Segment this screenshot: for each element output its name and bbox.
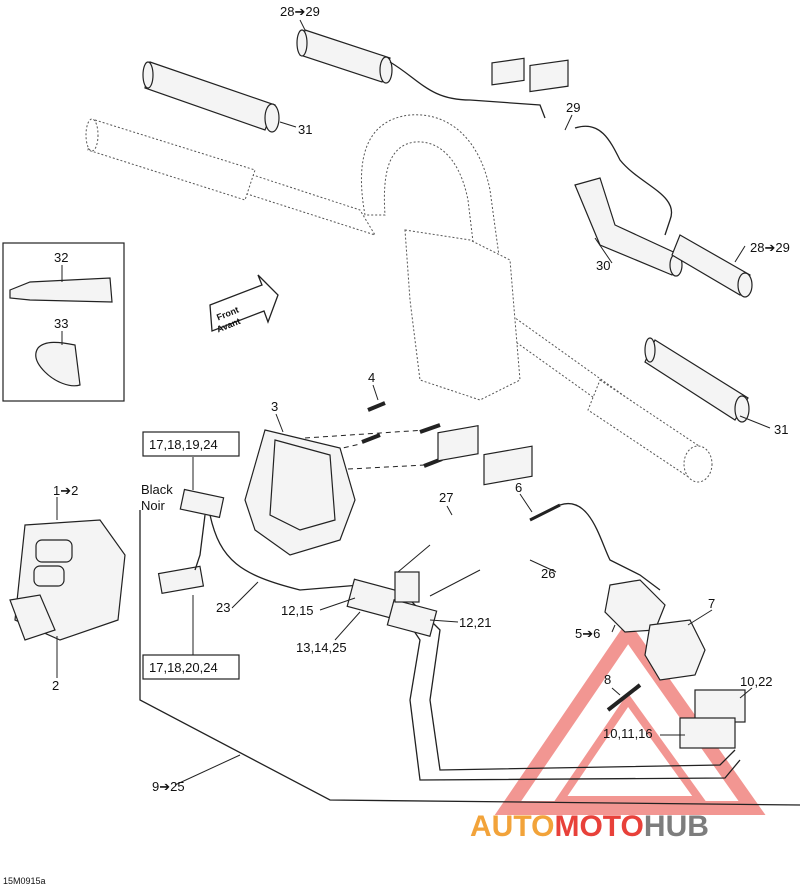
left-grip bbox=[85, 118, 256, 201]
heating-element-30 bbox=[574, 177, 683, 277]
left-switch-assembly bbox=[9, 519, 126, 641]
pin-8 bbox=[606, 683, 642, 712]
watermark-part1: AUTO bbox=[470, 810, 554, 843]
switch-cover-7 bbox=[644, 619, 706, 681]
right-grip bbox=[587, 379, 713, 483]
watermark-part3: HUB bbox=[644, 810, 709, 843]
callout-32: 32 bbox=[54, 250, 68, 265]
leader-lines bbox=[56, 19, 771, 786]
callout-30: 30 bbox=[596, 258, 610, 273]
wire-color-label-en: Black bbox=[141, 482, 173, 497]
callout-28-29-right: 28➔29 bbox=[750, 240, 790, 255]
heating-element-31-top bbox=[142, 61, 280, 133]
group-box-top-text: 17,18,19,24 bbox=[149, 437, 218, 452]
heating-element-top bbox=[296, 29, 393, 84]
callout-10-22: 10,22 bbox=[740, 674, 773, 689]
callout-9-25: 9➔25 bbox=[152, 779, 185, 794]
callout-28-29-top: 28➔29 bbox=[280, 4, 320, 19]
switch-housing-3 bbox=[244, 429, 356, 556]
arrow-27 bbox=[397, 544, 431, 573]
callout-1-2: 1➔2 bbox=[53, 483, 78, 498]
callout-3: 3 bbox=[271, 399, 278, 414]
wire-top bbox=[389, 61, 546, 119]
connector-10-22 bbox=[679, 689, 746, 749]
wire-color-label-fr: Noir bbox=[141, 498, 166, 513]
callout-12-15: 12,15 bbox=[281, 603, 314, 618]
callout-2: 2 bbox=[52, 678, 59, 693]
callout-8: 8 bbox=[604, 672, 611, 687]
callout-13-14-25: 13,14,25 bbox=[296, 640, 347, 655]
callout-29: 29 bbox=[566, 100, 580, 115]
callout-23: 23 bbox=[216, 600, 230, 615]
callout-4: 4 bbox=[368, 370, 375, 385]
connector-26 bbox=[483, 445, 533, 486]
callout-7: 7 bbox=[708, 596, 715, 611]
harness-connectors bbox=[346, 571, 438, 637]
terminal-6 bbox=[529, 502, 661, 591]
heating-element-28-29-right bbox=[671, 234, 753, 298]
callout-33: 33 bbox=[54, 316, 68, 331]
callout-5-6: 5➔6 bbox=[575, 626, 600, 641]
heating-element-31-right bbox=[644, 337, 750, 423]
callout-31-top: 31 bbox=[298, 122, 312, 137]
callout-26: 26 bbox=[541, 566, 555, 581]
group-box-top: 17,18,19,24 bbox=[142, 431, 240, 457]
front-direction-arrow bbox=[209, 274, 279, 332]
connector-27 bbox=[437, 425, 479, 462]
callout-6: 6 bbox=[515, 480, 522, 495]
consumables-box bbox=[2, 242, 125, 402]
watermark-part2: MOTO bbox=[554, 810, 643, 843]
group-box-bottom-text: 17,18,20,24 bbox=[149, 660, 218, 675]
black-connector bbox=[157, 488, 361, 595]
callout-31-right: 31 bbox=[774, 422, 788, 437]
callout-12-21: 12,21 bbox=[459, 615, 492, 630]
callout-10-11-16: 10,11,16 bbox=[603, 726, 653, 741]
arrow-26 bbox=[429, 569, 481, 597]
callout-27: 27 bbox=[439, 490, 453, 505]
wire-right bbox=[574, 125, 673, 236]
connector-29 bbox=[491, 57, 569, 93]
drawing-code: 15M0915a bbox=[3, 876, 46, 886]
watermark-text: AUTOMOTOHUB bbox=[470, 810, 709, 843]
group-box-bottom: 17,18,20,24 bbox=[142, 654, 240, 680]
